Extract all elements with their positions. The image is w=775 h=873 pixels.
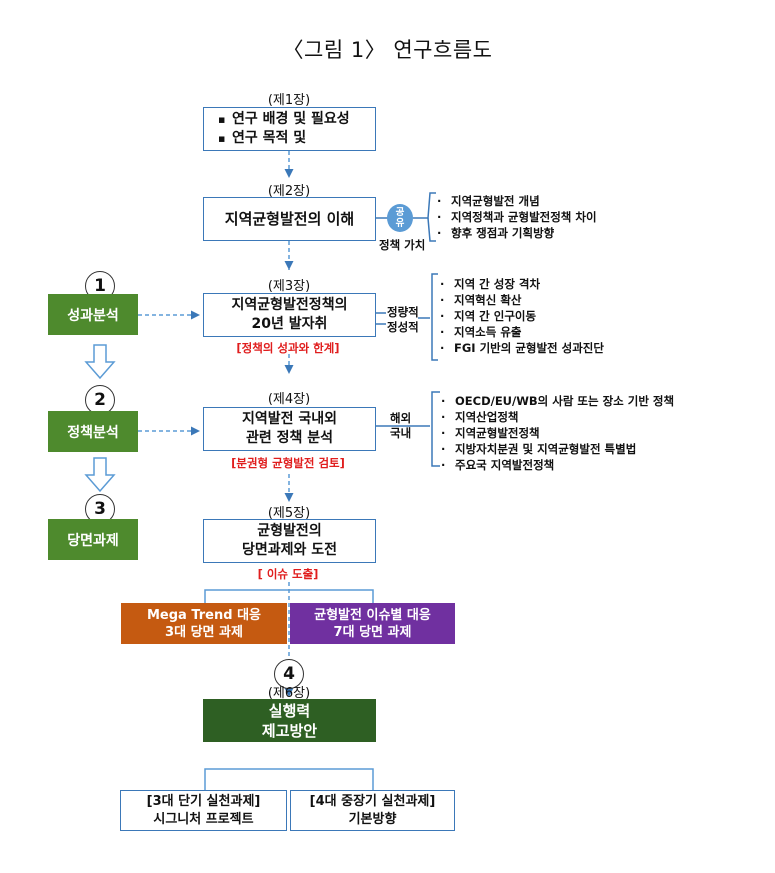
list-item: 지역균형발전 개념 xyxy=(437,193,597,209)
list-item: 지역정책과 균형발전정책 차이 xyxy=(437,209,597,225)
list-item: 지역 간 인구이동 xyxy=(440,308,604,324)
box-text: Mega Trend 대응 xyxy=(146,607,262,623)
pill-text: 유 xyxy=(395,218,405,229)
list-item: 지역산업정책 xyxy=(441,409,674,425)
chapter-6-box: 실행력 제고방안 xyxy=(203,699,376,742)
chapter-4-list: OECD/EU/WB의 사람 또는 장소 기반 정책 지역산업정책 지역균형발전… xyxy=(441,393,674,473)
current-issues-box: 당면과제 xyxy=(48,519,138,560)
issue-response-box: 균형발전 이슈별 대응 7대 당면 과제 xyxy=(290,603,455,644)
box-text: 7대 당면 과제 xyxy=(333,624,412,640)
list-item: 지방자치분권 및 지역균형발전 특별법 xyxy=(441,441,674,457)
box-text: 관련 정책 분석 xyxy=(245,430,334,446)
list-item: 주요국 지역발전정책 xyxy=(441,457,674,473)
side-text: 해외 xyxy=(390,411,412,425)
policy-value-caption: 정책 가치 xyxy=(379,238,426,252)
pill-text: 공 xyxy=(395,207,405,218)
page-title: 〈그림 1〉 연구흐름도 xyxy=(282,38,493,62)
chapter-4-note: [분권형 균형발전 검토] xyxy=(231,456,345,470)
chapter-1-item: 연구 배경 및 필요성 xyxy=(218,110,350,129)
side-text: 정량적 xyxy=(387,305,419,319)
mega-trend-box: Mega Trend 대응 3대 당면 과제 xyxy=(121,603,287,644)
box-text: 시그니처 프로젝트 xyxy=(153,811,254,827)
list-item: OECD/EU/WB의 사람 또는 장소 기반 정책 xyxy=(441,393,674,409)
policy-analysis-box: 정책분석 xyxy=(48,411,138,452)
chapter-5-note: [ 이슈 도출] xyxy=(257,567,319,581)
list-item: 지역균형발전정책 xyxy=(441,425,674,441)
step-2-circle: 2 xyxy=(85,385,115,415)
chapter-3-list: 지역 간 성장 격차 지역혁신 확산 지역 간 인구이동 지역소득 유출 FGI… xyxy=(440,276,604,356)
box-text: 지역발전 국내외 xyxy=(241,411,338,427)
chapter-2-label: (제2장) xyxy=(267,184,311,199)
box-text: 20년 발자취 xyxy=(251,316,328,332)
chapter-2-list: 지역균형발전 개념 지역정책과 균형발전정책 차이 향후 쟁점과 기획방향 xyxy=(437,193,597,241)
chapter-1-label: (제1장) xyxy=(267,93,311,108)
share-pill: 공 유 xyxy=(387,204,413,232)
box-text: [4대 중장기 실천과제] xyxy=(309,793,436,809)
side-text: 정성적 xyxy=(387,320,419,334)
performance-analysis-box: 성과분석 xyxy=(48,294,138,335)
box-text: 실행력 xyxy=(268,701,311,720)
box-text: 균형발전 이슈별 대응 xyxy=(314,607,431,623)
box-text: [3대 단기 실천과제] xyxy=(146,793,261,809)
list-item: 향후 쟁점과 기획방향 xyxy=(437,225,597,241)
chapter-4-label: (제4장) xyxy=(267,392,311,407)
chapter-6-label: (제6장) xyxy=(267,686,311,701)
chapter-3-label: (제3장) xyxy=(267,279,311,294)
list-item: 지역 간 성장 격차 xyxy=(440,276,604,292)
short-term-tasks-box: [3대 단기 실천과제] 시그니처 프로젝트 xyxy=(120,790,287,831)
chapter-3-note: [정책의 성과와 한계] xyxy=(236,341,340,355)
chapter-4-box: 지역발전 국내외 관련 정책 분석 xyxy=(203,407,376,451)
box-text: 기본방향 xyxy=(348,811,397,827)
list-item: 지역혁신 확산 xyxy=(440,292,604,308)
chapter-1-item: 연구 목적 및 xyxy=(218,129,350,148)
long-term-tasks-box: [4대 중장기 실천과제] 기본방향 xyxy=(290,790,455,831)
list-item: FGI 기반의 균형발전 성과진단 xyxy=(440,340,604,356)
box-text: 지역균형발전정책의 xyxy=(231,297,348,313)
list-item: 지역소득 유출 xyxy=(440,324,604,340)
chapter-5-label: (제5장) xyxy=(267,506,311,521)
box-text: 3대 당면 과제 xyxy=(165,624,243,640)
chapter-1-box: 연구 배경 및 필요성 연구 목적 및 xyxy=(203,107,376,151)
chapter-4-side: 해외 국내 xyxy=(390,411,411,441)
chapter-2-box: 지역균형발전의 이해 xyxy=(203,197,376,241)
box-text: 제고방안 xyxy=(261,721,318,740)
chapter-3-box: 지역균형발전정책의 20년 발자취 xyxy=(203,293,376,337)
chapter-5-box: 균형발전의 당면과제와 도전 xyxy=(203,519,376,563)
box-text: 당면과제와 도전 xyxy=(241,542,338,558)
side-text: 국내 xyxy=(390,426,412,440)
step-4-circle: 4 xyxy=(274,659,304,689)
chapter-3-side: 정량적 정성적 xyxy=(387,305,419,335)
box-text: 균형발전의 xyxy=(257,523,322,539)
